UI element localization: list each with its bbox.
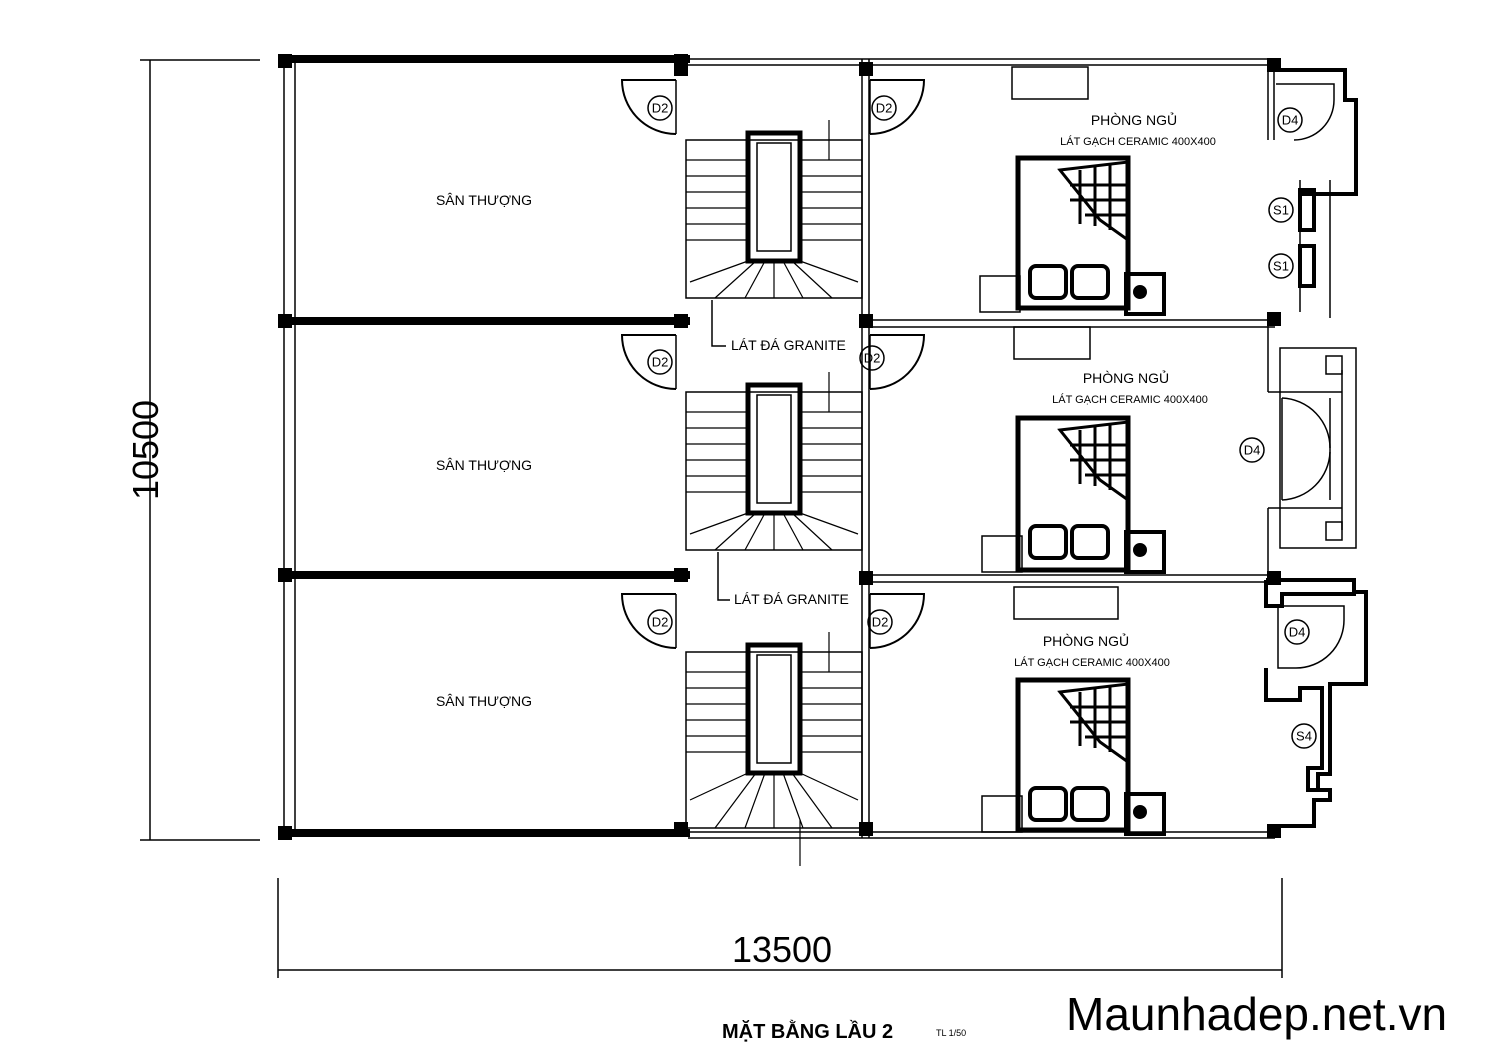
wardrobe — [1013, 586, 1119, 620]
room-label: PHÒNG NGỦ — [1091, 111, 1177, 128]
drawing-scale: TL 1/50 — [936, 1028, 966, 1038]
floor-finish-label: LÁT GẠCH CERAMIC 400X400 — [1060, 135, 1216, 148]
door-tag: D2 — [652, 355, 669, 370]
door-tag: D2 — [872, 615, 889, 630]
terrace-label: SÂN THƯỢNG — [436, 457, 532, 473]
balcony-door-d4: D4 — [1267, 68, 1358, 196]
window-tag: S4 — [1296, 729, 1312, 744]
door-d2-right: D2 — [859, 334, 926, 390]
door-tag: D4 — [1289, 625, 1306, 640]
floor-finish-label: LÁT GẠCH CERAMIC 400X400 — [1052, 393, 1208, 406]
window-tag: S1 — [1273, 259, 1289, 274]
door-d2-left: D2 — [620, 593, 677, 649]
stair-floor-label: LÁT ĐÁ GRANITE — [734, 591, 849, 607]
balcony-door-d4: D4 S4 — [1264, 578, 1368, 828]
watermark: Maunhadep.net.vn — [1066, 988, 1447, 1040]
bed — [979, 155, 1166, 316]
building-frame — [688, 58, 1281, 839]
door-d2-left: D2 — [620, 334, 677, 390]
wardrobe — [1011, 66, 1089, 100]
bed — [981, 415, 1166, 574]
terrace-walls — [278, 54, 690, 840]
dimension-vertical-label: 10500 — [125, 400, 166, 500]
unit-1: SÂN THƯỢNG D2 D2 — [436, 66, 1358, 353]
dimension-horizontal: 13500 — [277, 878, 1283, 978]
door-tag: D2 — [876, 101, 893, 116]
unit-2: SÂN THƯỢNG D2 D2 — [436, 326, 1357, 607]
door-d2-left: D2 — [620, 79, 677, 135]
window-tag: S1 — [1273, 203, 1289, 218]
drawing-title: MẶT BẰNG LẦU 2 — [722, 1019, 893, 1043]
balcony-door-d4: D4 — [1239, 326, 1357, 572]
door-d2-right: D2 — [867, 593, 926, 649]
stair-floor-label: LÁT ĐÁ GRANITE — [731, 337, 846, 353]
dimension-horizontal-label: 13500 — [732, 929, 832, 970]
staircase: LÁT ĐÁ GRANITE — [685, 372, 863, 607]
door-tag: D4 — [1282, 113, 1299, 128]
staircase — [685, 632, 863, 866]
door-tag: D4 — [1244, 443, 1261, 458]
staircase: LÁT ĐÁ GRANITE — [685, 120, 863, 353]
room-label: PHÒNG NGỦ — [1083, 369, 1169, 386]
door-tag: D2 — [652, 615, 669, 630]
dimension-vertical: 10500 — [125, 59, 260, 841]
unit-3: SÂN THƯỢNG D2 D2 — [436, 578, 1368, 866]
bed — [981, 677, 1166, 836]
windows-s1: S1 S1 — [1268, 180, 1331, 318]
terrace-label: SÂN THƯỢNG — [436, 192, 532, 208]
door-tag: D2 — [864, 351, 881, 366]
wardrobe — [1013, 326, 1091, 360]
door-tag: D2 — [652, 101, 669, 116]
door-d2-right: D2 — [869, 79, 926, 135]
terrace-label: SÂN THƯỢNG — [436, 693, 532, 709]
room-label: PHÒNG NGỦ — [1043, 632, 1129, 649]
floor-finish-label: LÁT GẠCH CERAMIC 400X400 — [1014, 656, 1170, 669]
